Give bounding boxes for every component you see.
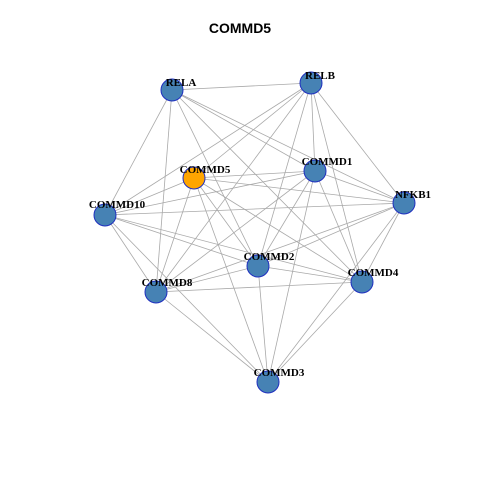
edge-commd8-commd3	[155, 291, 269, 383]
edge-relb-commd5	[193, 82, 312, 179]
edge-commd5-commd10	[104, 177, 195, 216]
edge-rela-commd8	[155, 89, 173, 293]
edge-commd2-commd4	[257, 265, 363, 283]
figure-title: COMMD5	[208, 20, 272, 36]
edge-commd1-commd3	[267, 170, 316, 383]
edge-commd4-commd8	[155, 281, 363, 293]
node-commd10	[93, 203, 117, 227]
edge-rela-commd10	[104, 89, 173, 216]
node-label-commd10: COMMD10	[89, 199, 146, 211]
edge-rela-commd2	[171, 89, 259, 267]
edge-commd10-commd8	[104, 214, 157, 293]
node-commd3	[256, 370, 280, 394]
edge-rela-relb	[171, 82, 312, 91]
node-relb	[299, 71, 323, 95]
edge-rela-commd4	[171, 89, 363, 283]
edge-commd10-commd4	[104, 214, 363, 283]
edge-relb-commd4	[310, 82, 363, 283]
node-label-commd3: COMMD3	[254, 367, 305, 379]
edge-commd2-commd8	[155, 265, 259, 293]
edge-commd1-nfkb1	[314, 170, 405, 204]
node-label-relb: RELB	[305, 70, 336, 82]
node-commd5	[182, 166, 206, 190]
edge-rela-commd1	[171, 89, 316, 172]
node-label-commd2: COMMD2	[244, 251, 295, 263]
edge-nfkb1-commd2	[257, 202, 405, 267]
edge-rela-nfkb1	[171, 89, 405, 204]
edge-commd10-commd3	[104, 214, 269, 383]
node-label-nfkb1: NFKB1	[395, 189, 431, 201]
edge-commd10-commd2	[104, 214, 259, 267]
edge-relb-commd10	[104, 82, 312, 216]
edge-commd5-commd3	[193, 177, 269, 383]
node-rela	[160, 78, 184, 102]
edge-layer	[104, 82, 405, 383]
edge-commd1-commd2	[257, 170, 316, 267]
label-layer: RELA RELB COMMD5 COMMD1NFKB1COMMD10COMMD2CO…	[89, 70, 431, 379]
node-commd1	[303, 159, 327, 183]
edge-commd1-commd8	[155, 170, 316, 293]
edge-nfkb1-commd8	[155, 202, 405, 293]
edge-nfkb1-commd10	[104, 202, 405, 216]
edge-nfkb1-commd3	[267, 202, 405, 383]
edge-commd5-commd2	[193, 177, 259, 267]
node-commd2	[246, 254, 270, 278]
edge-relb-commd8	[155, 82, 312, 293]
node-commd8	[144, 280, 168, 304]
edge-relb-commd1	[310, 82, 316, 172]
edge-commd5-commd4	[193, 177, 363, 283]
node-label-commd4: COMMD4	[348, 267, 399, 279]
node-label-commd5: COMMD5	[180, 164, 231, 176]
edge-commd2-commd3	[257, 265, 269, 383]
node-label-rela: RELA	[166, 77, 197, 89]
edge-relb-nfkb1	[310, 82, 405, 204]
edge-relb-commd2	[257, 82, 312, 267]
edge-nfkb1-commd4	[361, 202, 405, 283]
edge-commd1-commd10	[104, 170, 316, 216]
edge-commd5-nfkb1	[193, 177, 405, 204]
edge-commd4-commd3	[267, 281, 363, 383]
node-label-commd8: COMMD8	[142, 277, 193, 289]
node-commd4	[350, 270, 374, 294]
node-nfkb1	[392, 191, 416, 215]
edge-commd5-commd1	[193, 170, 316, 179]
node-label-commd1: COMMD1	[302, 156, 353, 168]
edge-commd5-commd8	[155, 177, 195, 293]
node-layer	[93, 71, 416, 394]
